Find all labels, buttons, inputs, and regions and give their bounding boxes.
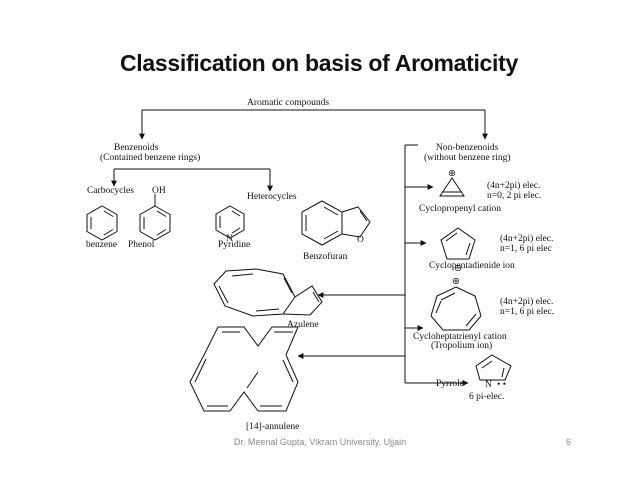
slide-title: Classification on basis of Aromaticity: [119, 50, 518, 76]
cyclopropenyl-charge: ⊕: [448, 169, 456, 179]
azulene-structure: [213, 268, 323, 317]
root-connector: [139, 109, 488, 140]
benzenoids-sub-label: (Contained benzene rings): [100, 152, 200, 163]
cycloheptatrienyl-count: n=1, 6 pi elec.: [500, 307, 554, 317]
carbocycles-label: Carbocycles: [87, 186, 134, 196]
non-benzenoids-label: Non-benzenoids: [436, 143, 499, 153]
pyrrole-lone-pair: • •: [497, 380, 506, 390]
cyclopentadienide-rule: (4n+2pi) elec.: [500, 233, 553, 244]
non-benzenoids-sub-label: (without benzene ring): [424, 152, 511, 163]
benzenoids-label: Benzenoids: [114, 143, 159, 153]
cycloheptatrienyl-structure: [430, 286, 482, 331]
benzene-structure: [86, 205, 118, 241]
phenol-label: Phenol: [128, 240, 155, 250]
pyrrole-label: Pyrrole: [436, 379, 464, 389]
non-benzenoids-connector: [297, 144, 469, 386]
benzenoids-connector: [111, 168, 273, 192]
cycloheptatrienyl-charge: ⊕: [452, 277, 460, 287]
phenol-structure: [139, 194, 171, 241]
azulene-label: Azulene: [287, 320, 319, 330]
pyridine-label: Pyridine: [218, 240, 250, 250]
root-label: Aromatic compounds: [247, 98, 329, 108]
annulene-label: [14]-annulene: [246, 422, 299, 432]
cyclopentadienide-count: n=1, 6 pi elec: [500, 244, 552, 254]
cycloheptatrienyl-name2: (Tropolium ion): [431, 340, 492, 351]
annulene-structure: [189, 326, 299, 412]
pyrrole-structure: [475, 354, 512, 381]
cyclopentadienide-charge: ⊖: [454, 264, 462, 274]
cycloheptatrienyl-name: Cycloheptatrienyl cation: [413, 332, 507, 342]
cyclopropenyl-rule: (4n+2pi) elec.: [487, 180, 540, 191]
benzofuran-o-label: O: [357, 235, 364, 245]
pyrrole-n-label: N: [485, 380, 492, 390]
page-number: 6: [566, 437, 572, 447]
cyclopentadienide-structure: [440, 227, 476, 260]
cyclopropenyl-structure: [439, 177, 465, 197]
cycloheptatrienyl-rule: (4n+2pi) elec.: [500, 296, 553, 307]
pyrrole-electrons: 6 pi-elec.: [469, 392, 504, 402]
cyclopropenyl-name: Cyclopropenyl cation: [419, 204, 501, 214]
slide-footer: Dr. Meenal Gupta, Vikram University, Ujj…: [233, 437, 407, 447]
pyridine-n-label: N: [226, 234, 233, 244]
cyclopropenyl-count: n=0, 2 pi elec.: [487, 191, 541, 201]
oh-label: OH: [152, 186, 166, 196]
benzene-label: benzene: [86, 240, 117, 250]
benzofuran-structure: [301, 200, 371, 246]
heterocycles-label: Heterocycles: [247, 192, 297, 202]
benzofuran-label: Benzofuran: [303, 251, 348, 262]
pyridine-structure: [215, 205, 245, 239]
cyclopentadienide-name: Cyclopentadienide ion: [429, 261, 515, 271]
